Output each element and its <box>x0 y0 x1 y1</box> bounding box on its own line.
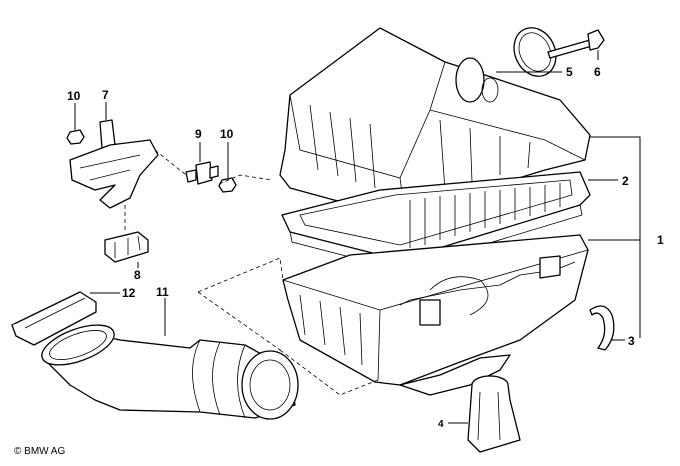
filter-housing-cover <box>279 27 591 219</box>
label-part-6: 6 <box>594 65 601 79</box>
label-part-11: 11 <box>156 285 169 299</box>
assembly-reference-outline <box>197 257 379 396</box>
label-part-4: 4 <box>438 419 444 430</box>
label-part-8: 8 <box>134 268 141 282</box>
label-part-3: 3 <box>628 334 635 348</box>
label-part-7: 7 <box>102 88 109 102</box>
rubber-mount <box>104 231 149 263</box>
label-part-1: 1 <box>657 233 664 247</box>
intake-hose <box>41 324 299 420</box>
leader-lines <box>74 50 641 424</box>
label-part-9: 9 <box>195 127 202 141</box>
mounting-bracket <box>69 119 159 209</box>
filter-housing-lower <box>282 234 589 396</box>
retaining-clip <box>589 305 615 351</box>
damper-mount <box>185 161 219 185</box>
copyright-notice: © BMW AG <box>14 446 66 457</box>
label-part-2: 2 <box>622 174 629 188</box>
label-part-5: 5 <box>566 65 573 79</box>
intake-snorkel <box>467 375 521 453</box>
nut-left <box>66 129 85 145</box>
label-part-10-left: 10 <box>67 89 81 103</box>
hose-seal <box>11 291 97 346</box>
label-part-10-right: 10 <box>220 127 234 141</box>
label-part-12-visible: 12 <box>122 286 136 300</box>
hex-bolt <box>547 29 605 59</box>
